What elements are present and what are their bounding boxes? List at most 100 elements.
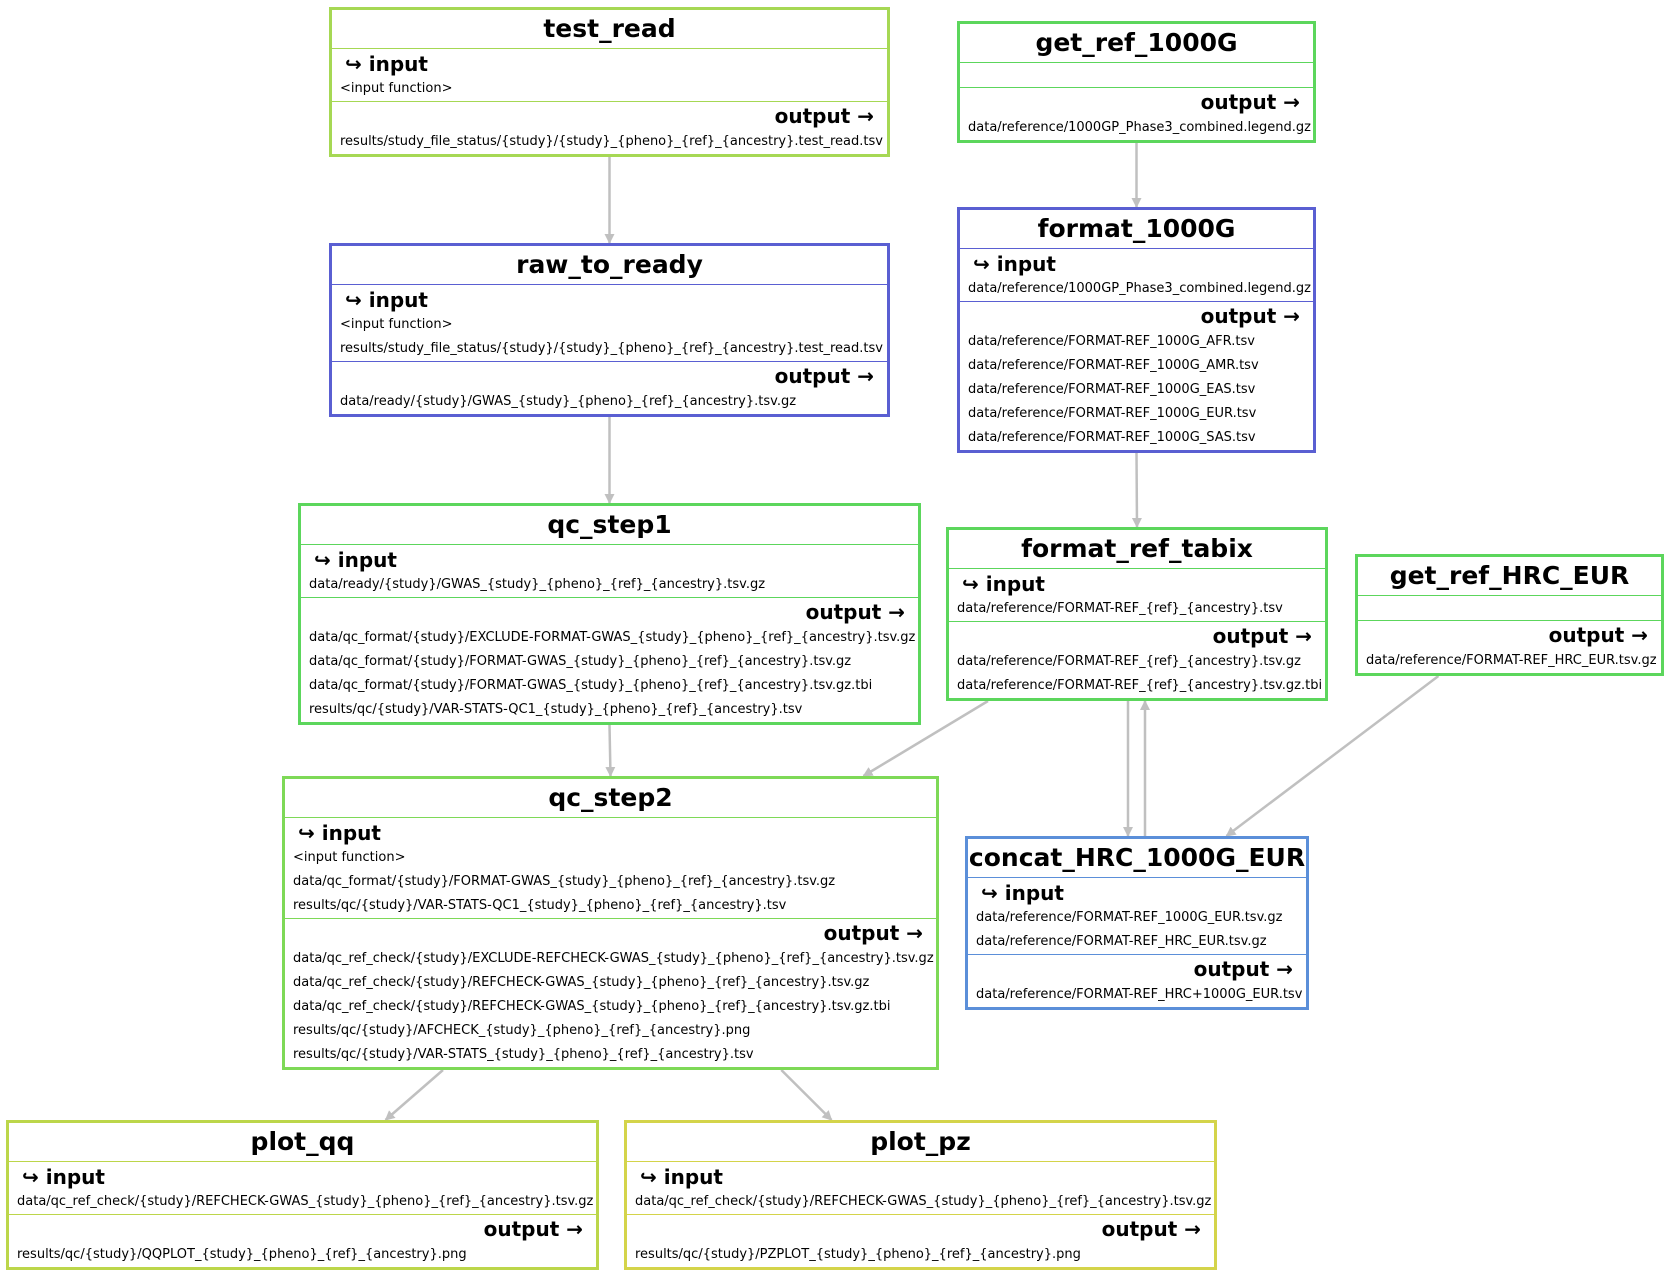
output-file: data/qc_format/{study}/FORMAT-GWAS_{stud… [309, 678, 873, 693]
divider [332, 101, 887, 102]
output-file: data/reference/FORMAT-REF_{ref}_{ancestr… [957, 678, 1323, 693]
divider [1358, 595, 1661, 596]
node-plot-pz: plot_pz ↪ input data/qc_ref_check/{study… [624, 1120, 1217, 1270]
input-files: <input function> data/qc_format/{study}/F… [285, 846, 936, 918]
output-files: data/qc_ref_check/{study}/EXCLUDE-REFCHE… [285, 947, 936, 1067]
output-file: results/qc/{study}/VAR-STATS-QC1_{study}… [309, 702, 803, 717]
input-file: data/qc_ref_check/{study}/REFCHECK-GWAS_… [17, 1194, 594, 1209]
divider [285, 817, 936, 818]
node-title: concat_HRC_1000G_EUR [968, 843, 1306, 872]
node-title: format_1000G [1037, 214, 1236, 243]
input-file: data/qc_ref_check/{study}/REFCHECK-GWAS_… [635, 1194, 1212, 1209]
output-file: results/study_file_status/{study}/{study… [340, 134, 883, 149]
input-label: ↪ input [314, 548, 397, 572]
node-title: test_read [543, 14, 676, 43]
input-label: ↪ input [298, 821, 381, 845]
output-file: results/qc/{study}/AFCHECK_{study}_{phen… [293, 1023, 751, 1038]
output-label: output → [1548, 623, 1648, 647]
output-file: data/qc_ref_check/{study}/EXCLUDE-REFCHE… [293, 951, 934, 966]
divider [9, 1214, 596, 1215]
node-qc-step1: qc_step1 ↪ input data/ready/{study}/GWAS… [298, 503, 921, 725]
output-file: data/reference/FORMAT-REF_1000G_EAS.tsv [968, 382, 1256, 397]
input-file: <input function> [293, 850, 406, 865]
input-label: ↪ input [981, 881, 1064, 905]
input-label: ↪ input [345, 52, 428, 76]
node-qc-step2: qc_step2 ↪ input <input function> data/qc… [282, 776, 939, 1070]
input-file: data/reference/FORMAT-REF_HRC_EUR.tsv.gz [976, 934, 1267, 949]
node-raw-to-ready: raw_to_ready ↪ input <input function>res… [329, 243, 890, 417]
output-file: data/ready/{study}/GWAS_{study}_{pheno}_… [340, 394, 797, 409]
output-file: data/reference/FORMAT-REF_{ref}_{ancestr… [957, 654, 1301, 669]
divider [949, 621, 1325, 622]
output-file: data/qc_format/{study}/FORMAT-GWAS_{stud… [309, 654, 852, 669]
output-files: data/reference/FORMAT-REF_HRC_EUR.tsv.gz [1358, 649, 1661, 673]
divider [949, 568, 1325, 569]
divider [968, 954, 1306, 955]
output-label: output → [1212, 624, 1312, 648]
input-file: data/reference/1000GP_Phase3_combined.le… [968, 281, 1312, 296]
output-file: data/reference/FORMAT-REF_1000G_AMR.tsv [968, 358, 1259, 373]
divider [332, 284, 887, 285]
input-file: data/reference/FORMAT-REF_{ref}_{ancestr… [957, 601, 1283, 616]
output-label: output → [1200, 304, 1300, 328]
input-label: ↪ input [962, 572, 1045, 596]
output-file: data/qc_format/{study}/EXCLUDE-FORMAT-GW… [309, 630, 916, 645]
output-label: output → [774, 364, 874, 388]
divider [627, 1214, 1214, 1215]
divider [960, 62, 1313, 63]
node-title: format_ref_tabix [1021, 534, 1253, 563]
edge-qc_step1-to-qc_step2 [605, 724, 616, 777]
output-label: output → [823, 921, 923, 945]
input-files: data/qc_ref_check/{study}/REFCHECK-GWAS_… [9, 1190, 596, 1214]
node-format-ref-tabix: format_ref_tabix ↪ input data/reference/… [946, 527, 1328, 701]
output-files: results/qc/{study}/PZPLOT_{study}_{pheno… [627, 1243, 1214, 1267]
node-format-1000g: format_1000G ↪ input data/reference/1000… [957, 207, 1316, 453]
divider [332, 361, 887, 362]
divider [960, 301, 1313, 302]
output-file: data/reference/FORMAT-REF_1000G_SAS.tsv [968, 430, 1256, 445]
input-label: ↪ input [345, 288, 428, 312]
edge-format_ref_tabix-to-qc_step2 [862, 699, 989, 778]
divider [627, 1161, 1214, 1162]
node-title: get_ref_1000G [1035, 28, 1238, 57]
edge-qc_step2-to-plot_pz [780, 1069, 833, 1121]
divider [301, 544, 918, 545]
edge-get_ref_HRC_EUR-to-concat_HRC_1000G_EUR [1225, 675, 1440, 837]
output-files: data/ready/{study}/GWAS_{study}_{pheno}_… [332, 390, 887, 414]
input-files: data/ready/{study}/GWAS_{study}_{pheno}_… [301, 573, 918, 597]
input-files: data/qc_ref_check/{study}/REFCHECK-GWAS_… [627, 1190, 1214, 1214]
output-label: output → [1200, 90, 1300, 114]
input-files: data/reference/1000GP_Phase3_combined.le… [960, 277, 1313, 301]
output-label: output → [1101, 1217, 1201, 1241]
output-files: results/study_file_status/{study}/{study… [332, 130, 887, 154]
output-file: results/qc/{study}/PZPLOT_{study}_{pheno… [635, 1247, 1081, 1262]
divider [301, 597, 918, 598]
output-label: output → [774, 104, 874, 128]
output-files: data/reference/FORMAT-REF_HRC+1000G_EUR.… [968, 983, 1306, 1007]
node-plot-qq: plot_qq ↪ input data/qc_ref_check/{study… [6, 1120, 599, 1270]
input-files: data/reference/FORMAT-REF_{ref}_{ancestr… [949, 597, 1325, 621]
input-file: <input function> [340, 81, 453, 96]
output-file: data/reference/FORMAT-REF_1000G_EUR.tsv [968, 406, 1257, 421]
output-file: data/reference/FORMAT-REF_HRC_EUR.tsv.gz [1366, 653, 1657, 668]
divider [960, 248, 1313, 249]
node-test-read: test_read ↪ input <input function> outpu… [329, 7, 890, 157]
divider [968, 877, 1306, 878]
divider [332, 48, 887, 49]
node-title: qc_step2 [548, 783, 673, 812]
edge-qc_step2-to-plot_qq [384, 1069, 444, 1121]
output-files: results/qc/{study}/QQPLOT_{study}_{pheno… [9, 1243, 596, 1267]
output-file: data/qc_ref_check/{study}/REFCHECK-GWAS_… [293, 999, 891, 1014]
input-label: ↪ input [973, 252, 1056, 276]
output-files: data/qc_format/{study}/EXCLUDE-FORMAT-GW… [301, 626, 918, 722]
output-file: data/reference/FORMAT-REF_1000G_AFR.tsv [968, 334, 1255, 349]
divider [9, 1161, 596, 1162]
divider [1358, 620, 1661, 621]
input-label: ↪ input [640, 1165, 723, 1189]
input-file: data/ready/{study}/GWAS_{study}_{pheno}_… [309, 577, 766, 592]
input-file: data/qc_format/{study}/FORMAT-GWAS_{stud… [293, 874, 836, 889]
empty-input-section [1358, 596, 1661, 620]
output-label: output → [483, 1217, 583, 1241]
